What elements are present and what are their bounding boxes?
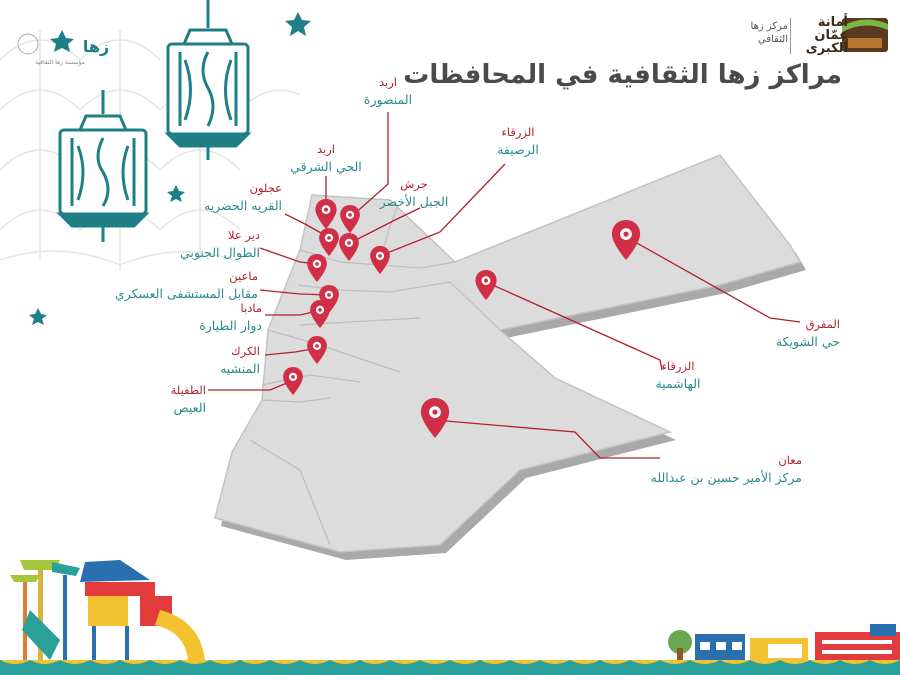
label-karak: الكرك المنشيه bbox=[188, 343, 260, 377]
playground-icon bbox=[10, 560, 205, 662]
corner-logo: زها مؤسسة زها الثقافية bbox=[17, 30, 109, 66]
shop-icon bbox=[668, 624, 900, 664]
corner-logo-mark: زها bbox=[83, 37, 109, 56]
leader-lines bbox=[208, 112, 801, 459]
governorate: الكرك bbox=[231, 344, 260, 358]
governorate: معان bbox=[778, 453, 802, 467]
label-irbid-mansoura: اربد المنصورة bbox=[348, 74, 428, 108]
center-place: الجبل الأخضر bbox=[379, 194, 449, 209]
center-place: الرصيفة bbox=[497, 142, 539, 157]
center-place: مركز الأمير حسين بن عبدالله bbox=[650, 470, 802, 485]
label-jerash: جرش الجبل الأخضر bbox=[364, 176, 464, 210]
bottom-strip bbox=[0, 660, 900, 675]
label-zarqa-rusaifa: الزرقاء الرصيفة bbox=[478, 124, 558, 158]
governorate: مادبا bbox=[240, 301, 263, 315]
center-place: الطوال الجنوبي bbox=[180, 245, 260, 260]
center-place: مقابل المستشفى العسكري bbox=[114, 286, 258, 301]
label-ajloun: عجلون القريه الحضريه bbox=[192, 180, 282, 214]
logo-divider bbox=[790, 18, 791, 54]
center-place: الحي الشرقي bbox=[290, 159, 362, 174]
amman-logo-icon bbox=[842, 18, 888, 52]
center-place: المنشيه bbox=[220, 361, 260, 376]
governorate: اربد bbox=[317, 142, 335, 156]
center-place: دوار الطيارة bbox=[199, 318, 262, 333]
label-irbid-east: اربد الحي الشرقي bbox=[276, 141, 376, 175]
label-madaba: مادبا دوار الطيارة bbox=[176, 300, 262, 334]
governorate: ماعين bbox=[229, 269, 258, 283]
header-logo: أمانة عمّان الكبرى مركز زها الثقافي bbox=[746, 14, 886, 58]
governorate: عجلون bbox=[249, 181, 282, 195]
label-maan: معان مركز الأمير حسين بن عبدالله bbox=[612, 452, 802, 486]
governorate: المفرق bbox=[805, 317, 840, 331]
lantern-icon bbox=[164, 0, 252, 160]
label-zarqa-hashemiya: الزرقاء الهاشمية bbox=[640, 358, 716, 392]
label-tafilah: الطفيلة العيص bbox=[146, 382, 206, 416]
label-maeen: ماعين مقابل المستشفى العسكري bbox=[96, 268, 258, 302]
page-title: مراكز زها الثقافية في المحافظات bbox=[403, 60, 842, 90]
governorate: اربد bbox=[379, 75, 397, 89]
center-place: القريه الحضريه bbox=[204, 198, 282, 213]
center-place: الهاشمية bbox=[655, 376, 701, 391]
center-name: مركز زها الثقافي bbox=[750, 21, 788, 45]
org-name: أمانة عمّان الكبرى bbox=[805, 15, 848, 56]
corner-logo-caption: مؤسسة زها الثقافية bbox=[35, 59, 85, 66]
label-deir-alla: دير علا الطوال الجنوبي bbox=[150, 227, 260, 261]
governorate: الزرقاء bbox=[661, 359, 695, 373]
label-mafraq: المفرق حي الشويكة bbox=[760, 316, 840, 350]
jordan-map bbox=[214, 154, 806, 560]
center-place: العيص bbox=[173, 400, 206, 415]
lantern-icon bbox=[56, 90, 150, 242]
star-icon bbox=[29, 12, 311, 325]
center-place: حي الشويكة bbox=[775, 334, 840, 349]
center-place: المنصورة bbox=[363, 92, 413, 107]
governorate: الزرقاء bbox=[501, 125, 535, 139]
governorate: دير علا bbox=[227, 228, 260, 242]
governorate: جرش bbox=[400, 177, 428, 191]
governorate-borders bbox=[249, 204, 501, 546]
governorate: الطفيلة bbox=[170, 383, 206, 397]
